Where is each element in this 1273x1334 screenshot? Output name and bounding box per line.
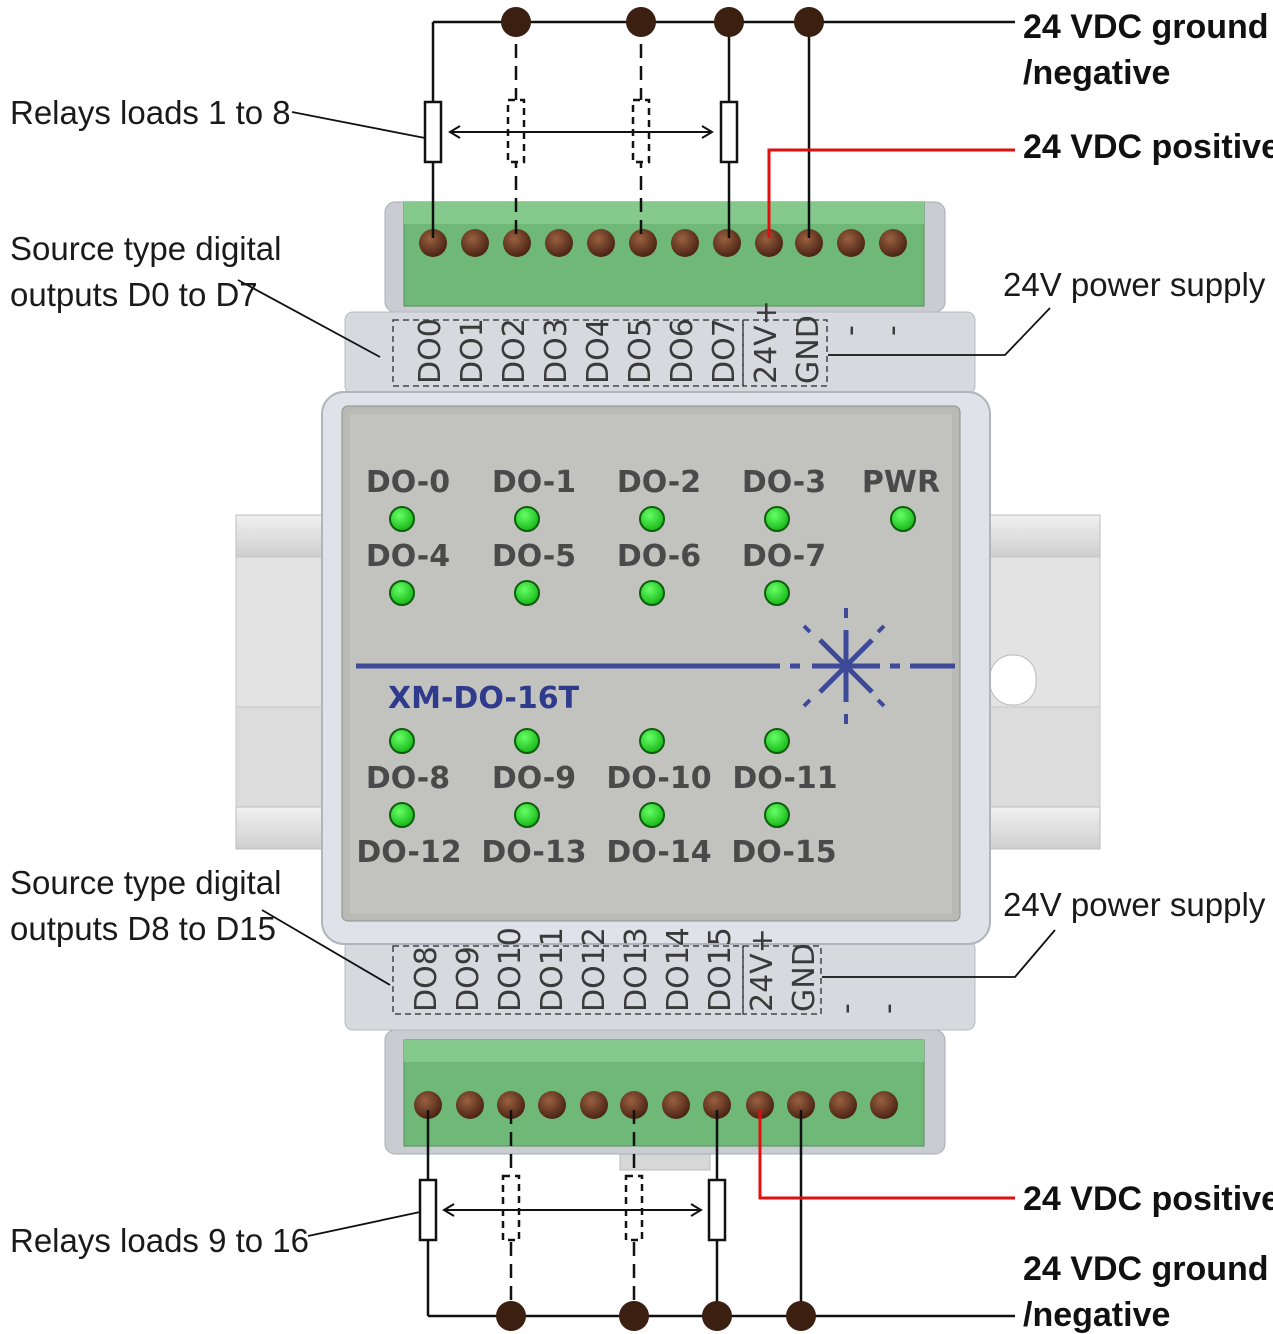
annotation-psu-top: 24V power supply (1003, 266, 1266, 303)
led-label-do4: DO-4 (366, 539, 450, 574)
terminal-label-do11: DO11 (535, 927, 570, 1012)
led-label-do3: DO-3 (742, 465, 826, 500)
terminal-label-do7: DO7 (707, 318, 742, 384)
terminal-label-do1: DO1 (455, 318, 490, 384)
top-wiring (423, 20, 1015, 238)
led-do3 (764, 506, 790, 532)
bottom-terminal-block (384, 1029, 946, 1171)
top-terminal-block (384, 201, 946, 313)
annotation-relays-top: Relays loads 1 to 8 (10, 94, 291, 131)
relay-load-9 (418, 1178, 438, 1242)
terminal-label-nc1: - (833, 325, 868, 336)
relay-load-10 (501, 1174, 521, 1242)
led-label-do1: DO-1 (492, 465, 576, 500)
terminal-label-nc3: - (829, 1003, 864, 1014)
terminal-label-do12: DO12 (577, 927, 612, 1012)
led-label-do0: DO-0 (366, 465, 450, 500)
relay-load-13 (624, 1174, 644, 1242)
led-do6 (639, 580, 665, 606)
terminal-label-gnd-bottom: GND (787, 943, 822, 1012)
relay-load-8 (719, 100, 739, 164)
led-do7 (764, 580, 790, 606)
terminal-label-do6: DO6 (665, 318, 700, 384)
led-do11 (764, 728, 790, 754)
module-housing: XM-DO-16T (321, 311, 991, 1031)
terminal-label-do4: DO4 (581, 318, 616, 384)
terminal-label-do15: DO15 (703, 927, 738, 1012)
terminal-label-do0: DO0 (413, 318, 448, 384)
annotation-source-top-1: Source type digital (10, 230, 282, 267)
led-label-do13: DO-13 (481, 835, 586, 870)
terminal-label-do13: DO13 (619, 927, 654, 1012)
terminal-label-do9: DO9 (451, 946, 486, 1012)
led-do4 (389, 580, 415, 606)
led-label-do2: DO-2 (617, 465, 701, 500)
led-do9 (514, 728, 540, 754)
led-label-do12: DO-12 (356, 835, 461, 870)
led-pwr (890, 506, 916, 532)
led-labels-bottom: DO-8 DO-9 DO-10 DO-11 DO-12 DO-13 DO-14 … (356, 761, 837, 870)
top-nodes (501, 7, 824, 37)
annotation-gnd-top-2: /negative (1023, 54, 1170, 92)
terminal-label-do8: DO8 (409, 946, 444, 1012)
leds-top (389, 506, 916, 606)
led-do5 (514, 580, 540, 606)
led-do2 (639, 506, 665, 532)
terminal-label-gnd: GND (791, 315, 826, 384)
led-do12 (389, 802, 415, 828)
annotation-source-bottom-2: outputs D8 to D15 (10, 910, 276, 947)
bottom-positive-wire (758, 1110, 1015, 1200)
terminal-label-nc4: - (871, 1003, 906, 1014)
terminal-label-do2: DO2 (497, 318, 532, 384)
led-do10 (639, 728, 665, 754)
terminal-label-do10: DO10 (493, 927, 528, 1012)
annotation-source-bottom-1: Source type digital (10, 864, 282, 901)
led-label-do14: DO-14 (606, 835, 711, 870)
annotation-pos-top: 24 VDC positive (1023, 128, 1273, 166)
led-label-do7: DO-7 (742, 539, 826, 574)
annotation-gnd-bottom-1: 24 VDC ground (1023, 1250, 1269, 1288)
led-do1 (514, 506, 540, 532)
annotation-psu-bottom: 24V power supply (1003, 886, 1266, 923)
led-labels-top: DO-0 DO-1 DO-2 DO-3 PWR DO-4 DO-5 DO-6 D… (366, 465, 940, 574)
led-label-do9: DO-9 (492, 761, 576, 796)
terminal-label-do5: DO5 (623, 318, 658, 384)
led-do0 (389, 506, 415, 532)
annotation-gnd-top-1: 24 VDC ground (1023, 8, 1269, 46)
led-label-do11: DO-11 (732, 761, 837, 796)
annotation-gnd-bottom-2: /negative (1023, 1296, 1170, 1334)
terminal-label-do3: DO3 (539, 318, 574, 384)
led-label-do15: DO-15 (731, 835, 836, 870)
annotation-source-top-2: outputs D0 to D7 (10, 276, 258, 313)
led-label-do6: DO-6 (617, 539, 701, 574)
relay-load-16 (707, 1178, 727, 1242)
annotation-pos-bottom: 24 VDC positive (1023, 1180, 1273, 1218)
model-name: XM-DO-16T (388, 681, 580, 716)
top-screws (419, 229, 907, 257)
led-label-do5: DO-5 (492, 539, 576, 574)
annotations: Relays loads 1 to 8 Source type digital … (10, 8, 1273, 1334)
led-do8 (389, 728, 415, 754)
led-label-do10: DO-10 (606, 761, 711, 796)
led-label-do8: DO-8 (366, 761, 450, 796)
bottom-nodes (496, 1301, 816, 1331)
leader-lines (237, 111, 1056, 1237)
relay-load-1 (423, 100, 443, 164)
terminal-labels-bottom: DO8 DO9 DO10 DO11 DO12 DO13 DO14 DO15 24… (392, 927, 906, 1015)
terminal-label-24v-bottom: 24V+ (745, 928, 780, 1012)
led-do15 (764, 802, 790, 828)
led-label-pwr: PWR (862, 465, 940, 500)
star-logo-icon (802, 608, 886, 724)
annotation-relays-bottom: Relays loads 9 to 16 (10, 1222, 309, 1259)
terminal-label-nc2: - (875, 325, 910, 336)
leds-bottom (389, 728, 790, 828)
bottom-screws (414, 1091, 898, 1119)
led-do14 (639, 802, 665, 828)
terminal-labels-top: DO0 DO1 DO2 DO3 DO4 DO5 DO6 DO7 24V+ GND… (392, 300, 910, 387)
top-positive-wire (767, 148, 1015, 238)
led-do13 (514, 802, 540, 828)
terminal-label-24v: 24V+ (749, 300, 784, 384)
terminal-label-do14: DO14 (661, 927, 696, 1012)
